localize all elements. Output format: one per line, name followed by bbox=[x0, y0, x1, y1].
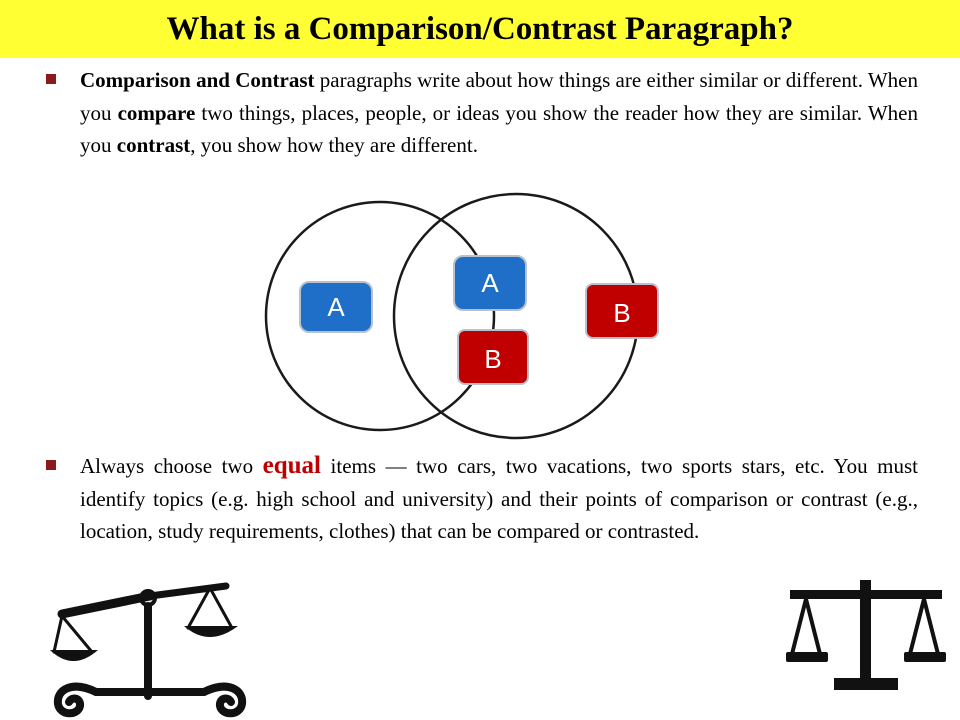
venn-right-tag: B bbox=[585, 283, 659, 339]
text-run: , you show how they are different. bbox=[190, 133, 478, 157]
bullet-equal-items: Always choose two equal items — two cars… bbox=[46, 450, 918, 548]
venn-diagram: A A B B bbox=[264, 192, 659, 440]
compare-word: compare bbox=[117, 100, 196, 125]
bullet-text: Comparison and Contrast paragraphs write… bbox=[80, 64, 918, 162]
venn-center-top-tag: A bbox=[453, 255, 527, 311]
bullet-square-icon bbox=[46, 460, 56, 470]
venn-center-top-tag-label: A bbox=[481, 268, 499, 298]
text-run: paragraphs write about how things are ei… bbox=[80, 68, 918, 125]
equal-word: equal bbox=[262, 452, 321, 479]
venn-left-circle bbox=[264, 200, 496, 432]
venn-center-bottom-tag-label: B bbox=[484, 344, 501, 374]
slide-title: What is a Comparison/Contrast Paragraph? bbox=[166, 10, 794, 47]
bold-lead: Comparison and Contrast bbox=[80, 68, 315, 92]
title-bar: What is a Comparison/Contrast Paragraph? bbox=[0, 0, 960, 58]
text-run: Always choose two bbox=[80, 454, 263, 478]
text-run: items — two cars, two vacations, two spo… bbox=[80, 454, 918, 543]
text-run: two things, places, people, or ideas you… bbox=[80, 100, 918, 158]
venn-left-tag-label: A bbox=[327, 292, 345, 322]
venn-left-tag: A bbox=[299, 281, 373, 333]
balance-scale-icon bbox=[786, 580, 946, 690]
bullet-comparison-definition: Comparison and Contrast paragraphs write… bbox=[46, 64, 918, 162]
ornate-balance-scale-icon bbox=[50, 582, 247, 718]
bullet-text: Always choose two equal items — two cars… bbox=[80, 450, 918, 548]
bullet-square-icon bbox=[46, 74, 56, 84]
contrast-word: contrast bbox=[116, 133, 191, 157]
venn-center-bottom-tag: B bbox=[457, 329, 529, 385]
venn-right-tag-label: B bbox=[613, 298, 630, 328]
